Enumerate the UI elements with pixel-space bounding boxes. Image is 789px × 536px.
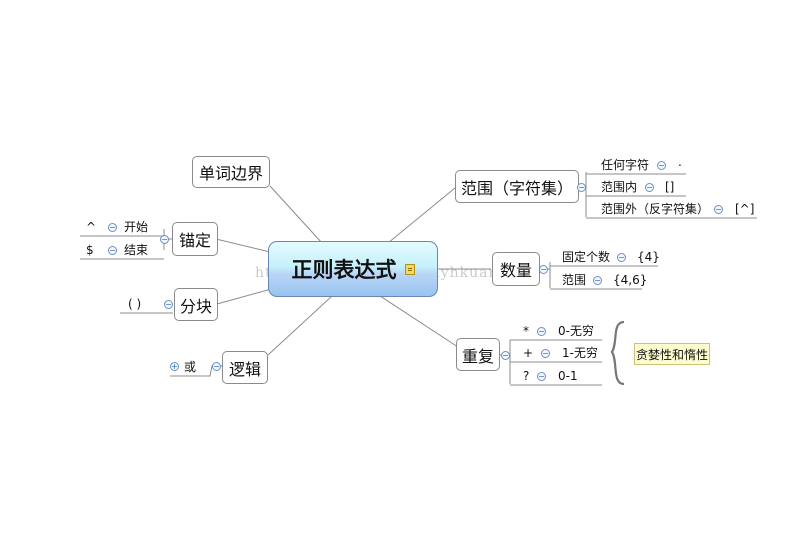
topic-anchor[interactable]: 锚定 bbox=[172, 222, 218, 256]
topic-range[interactable]: 范围（字符集） bbox=[455, 170, 579, 203]
toggle-icon[interactable]: − bbox=[617, 253, 626, 262]
repeat-item-label: 0-1 bbox=[558, 369, 578, 383]
anchor-item-label: 结束 bbox=[124, 243, 149, 257]
collapse-group-icon[interactable]: − bbox=[164, 300, 173, 309]
quantity-item-label: 范围 bbox=[562, 273, 587, 287]
range-item-label: 范围内 bbox=[601, 180, 638, 194]
range-item-label: 范围外（反字符集） bbox=[601, 202, 710, 216]
toggle-icon[interactable]: − bbox=[657, 161, 666, 170]
logic-item-label: 或 bbox=[184, 360, 197, 374]
toggle-icon[interactable]: − bbox=[714, 205, 723, 214]
range-item-label: 任何字符 bbox=[601, 158, 650, 172]
topic-group[interactable]: 分块 bbox=[174, 288, 218, 321]
toggle-icon[interactable]: − bbox=[537, 327, 546, 336]
topic-word-boundary[interactable]: 单词边界 bbox=[192, 156, 270, 188]
topic-repeat-label: 重复 bbox=[461, 346, 494, 366]
central-topic[interactable]: 正则表达式 bbox=[268, 241, 438, 297]
topic-quantity[interactable]: 数量 bbox=[492, 252, 540, 286]
repeat-callout[interactable]: 贪婪性和惰性 bbox=[634, 343, 710, 365]
collapse-repeat-icon[interactable]: − bbox=[501, 351, 510, 360]
repeat-callout-label: 贪婪性和惰性 bbox=[635, 347, 708, 362]
central-topic-label: 正则表达式 bbox=[291, 258, 397, 282]
topic-word-boundary-label: 单词边界 bbox=[198, 164, 263, 183]
range-item-symbol: [] bbox=[665, 180, 675, 194]
repeat-item-symbol: * bbox=[523, 324, 529, 338]
group-item-label: ( ) bbox=[128, 297, 142, 311]
expand-icon[interactable]: + bbox=[170, 362, 179, 371]
curly-brace bbox=[610, 320, 625, 386]
topic-range-label: 范围（字符集） bbox=[460, 178, 573, 198]
range-item-symbol: [^] bbox=[735, 202, 755, 216]
quantity-item-label: 固定个数 bbox=[562, 250, 611, 264]
collapse-anchor-icon[interactable]: − bbox=[160, 235, 169, 244]
quantity-item-symbol: {4,6} bbox=[613, 273, 648, 287]
toggle-icon[interactable]: − bbox=[645, 183, 654, 192]
toggle-icon[interactable]: − bbox=[108, 223, 117, 232]
collapse-range-icon[interactable]: − bbox=[577, 183, 586, 192]
anchor-item-symbol: $ bbox=[86, 243, 94, 257]
anchor-item-label: 开始 bbox=[124, 220, 149, 234]
topic-group-label: 分块 bbox=[179, 296, 212, 316]
toggle-icon[interactable]: − bbox=[537, 372, 546, 381]
quantity-item-symbol: {4} bbox=[637, 250, 660, 264]
topic-logic[interactable]: 逻辑 bbox=[222, 351, 268, 384]
toggle-icon[interactable]: − bbox=[593, 276, 602, 285]
repeat-item-label: 1-无穷 bbox=[562, 346, 598, 360]
anchor-item-symbol: ^ bbox=[86, 220, 97, 234]
note-icon[interactable] bbox=[404, 263, 415, 275]
topic-quantity-label: 数量 bbox=[499, 261, 532, 280]
toggle-icon[interactable]: − bbox=[541, 349, 550, 358]
repeat-item-symbol: + bbox=[523, 346, 534, 360]
toggle-icon[interactable]: − bbox=[108, 246, 117, 255]
topic-anchor-label: 锚定 bbox=[178, 231, 211, 250]
collapse-logic-icon[interactable]: − bbox=[212, 362, 221, 371]
range-item-symbol: . bbox=[678, 155, 682, 169]
repeat-item-label: 0-无穷 bbox=[558, 324, 594, 338]
topic-logic-label: 逻辑 bbox=[228, 359, 261, 379]
topic-repeat[interactable]: 重复 bbox=[456, 338, 500, 371]
repeat-item-symbol: ? bbox=[523, 369, 530, 383]
collapse-quantity-icon[interactable]: − bbox=[539, 265, 548, 274]
